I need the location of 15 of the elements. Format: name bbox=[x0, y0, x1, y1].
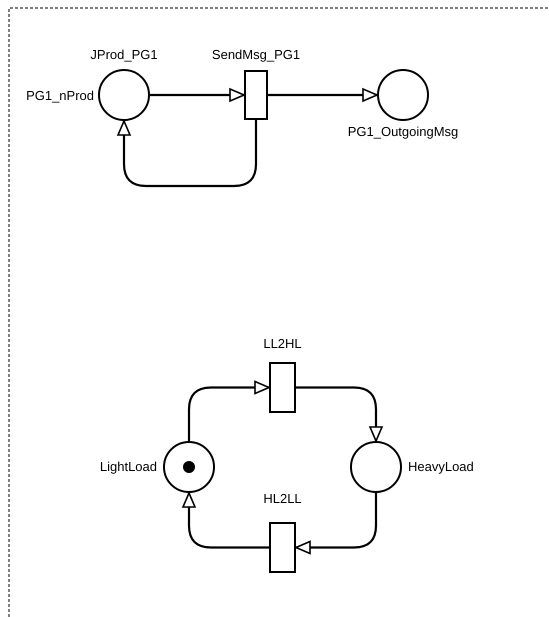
arc-arrow bbox=[295, 493, 378, 554]
place-label: HeavyLoad bbox=[408, 459, 474, 474]
transition-label: SendMsg_PG1 bbox=[212, 47, 300, 62]
arc-arrow bbox=[117, 120, 258, 188]
place-label: PG1_OutgoingMsg bbox=[348, 124, 458, 139]
arc-arrow bbox=[188, 380, 270, 441]
place-label: PG1_nProd bbox=[26, 88, 94, 103]
arc-arrow bbox=[268, 88, 378, 102]
transition-label: LL2HL bbox=[263, 336, 302, 351]
transition-label: HL2LL bbox=[263, 491, 302, 506]
place-label: LightLoad bbox=[100, 459, 157, 474]
arc-arrow bbox=[182, 492, 269, 549]
arc-arrow bbox=[296, 386, 383, 442]
place-label: JProd_PG1 bbox=[90, 47, 158, 62]
arc-arrow bbox=[150, 88, 245, 102]
